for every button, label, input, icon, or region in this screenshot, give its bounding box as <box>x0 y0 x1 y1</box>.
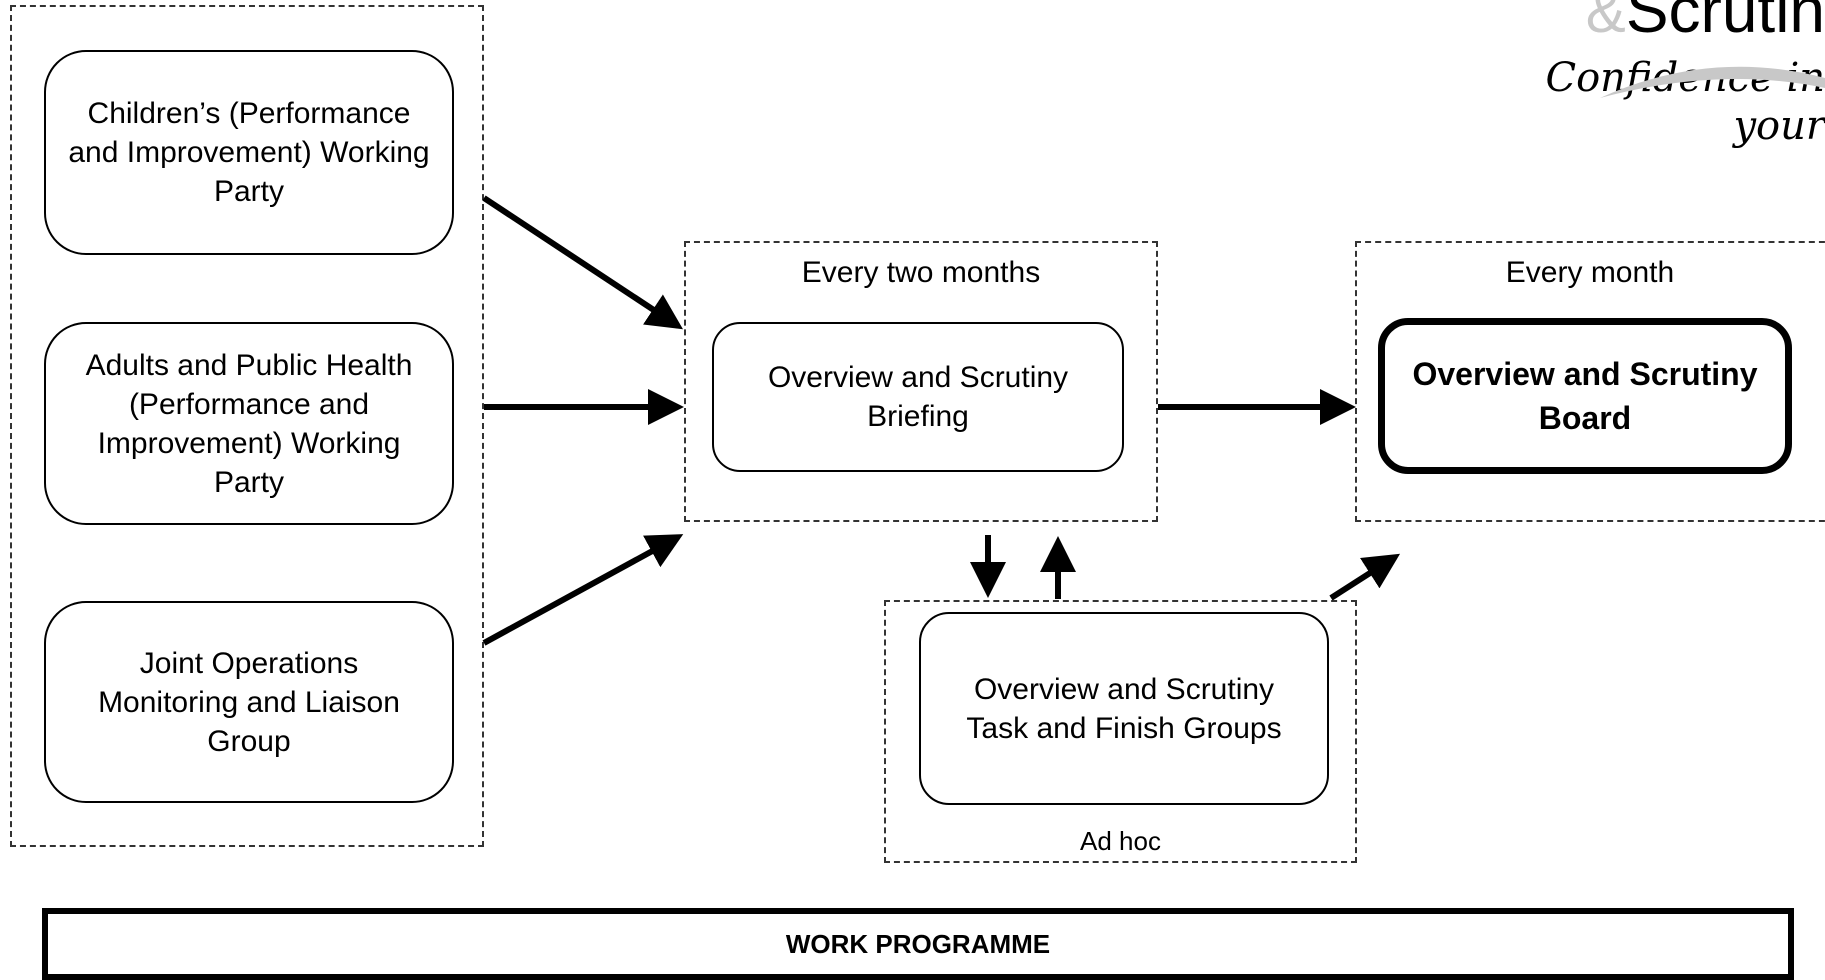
arrow-joint-to-briefing <box>482 534 684 646</box>
node-task-finish-groups: Overview and Scrutiny Task and Finish Gr… <box>919 612 1329 805</box>
node-joint-operations-group: Joint Operations Monitoring and Liaison … <box>44 601 454 803</box>
board-frequency-label: Every month <box>1505 256 1675 289</box>
briefing-group <box>684 241 1158 522</box>
node-overview-scrutiny-board: Overview and Scrutiny Board <box>1378 318 1792 474</box>
work-programme-label: WORK PROGRAMME <box>785 928 1051 959</box>
working-parties-group <box>10 5 484 847</box>
node-adults-working-party: Adults and Public Health (Performance an… <box>44 322 454 525</box>
logo-swoosh <box>1600 66 1825 98</box>
task-finish-group <box>884 600 1357 863</box>
logo-wordmark: Scrutin <box>1625 0 1825 46</box>
briefing-frequency-label: Every two months <box>801 256 1041 289</box>
task-finish-frequency-label: Ad hoc <box>1080 826 1161 856</box>
board-group <box>1355 241 1825 522</box>
node-childrens-working-party: Children’s (Performance and Improvement)… <box>44 50 454 255</box>
logo: &Scrutin Confidence in your <box>1480 0 1825 149</box>
node-overview-scrutiny-briefing: Overview and Scrutiny Briefing <box>712 322 1124 472</box>
arrow-task-to-board <box>1329 553 1401 601</box>
logo-ampersand: & <box>1585 0 1626 45</box>
work-programme-bar: WORK PROGRAMME <box>42 908 1794 980</box>
arrow-childrens-to-briefing <box>482 195 684 330</box>
